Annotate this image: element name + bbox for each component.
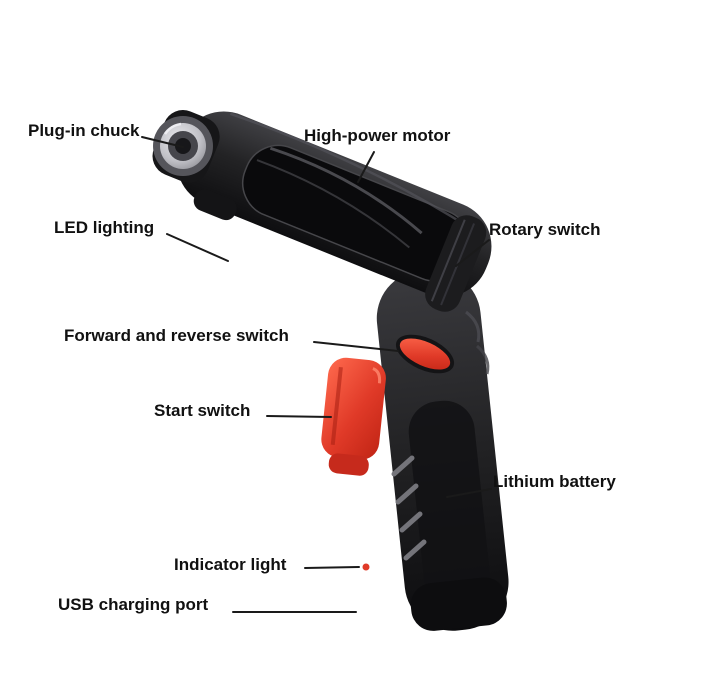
label-led-lighting: LED lighting: [54, 218, 155, 237]
led-housing: [193, 189, 237, 221]
label-lithium-battery: Lithium battery: [493, 472, 616, 491]
indicator-dot: [362, 563, 370, 571]
forward-reverse-switch: [395, 334, 455, 374]
leader-start-switch: [266, 415, 332, 418]
battery-ridges: [391, 455, 427, 561]
motor-body: [176, 111, 492, 297]
leader-lithium-battery: [446, 488, 492, 498]
handle-battery: [376, 269, 509, 631]
leader-high-power-motor: [357, 151, 375, 183]
label-plug-in-chuck: Plug-in chuck: [28, 121, 140, 140]
leader-forward-reverse: [313, 341, 399, 352]
leader-plug-in-chuck: [141, 136, 184, 148]
leader-led-lighting: [166, 233, 229, 262]
leader-lines: [141, 136, 492, 613]
leader-indicator-light: [304, 566, 360, 569]
label-start-switch: Start switch: [154, 401, 251, 420]
label-usb-charging-port: USB charging port: [58, 595, 209, 614]
label-high-power-motor: High-power motor: [304, 126, 451, 145]
start-trigger: [321, 357, 386, 476]
label-indicator-light: Indicator light: [174, 555, 287, 574]
label-forward-reverse-switch: Forward and reverse switch: [64, 326, 289, 345]
label-rotary-switch: Rotary switch: [489, 220, 601, 239]
leader-rotary-switch: [455, 239, 490, 267]
